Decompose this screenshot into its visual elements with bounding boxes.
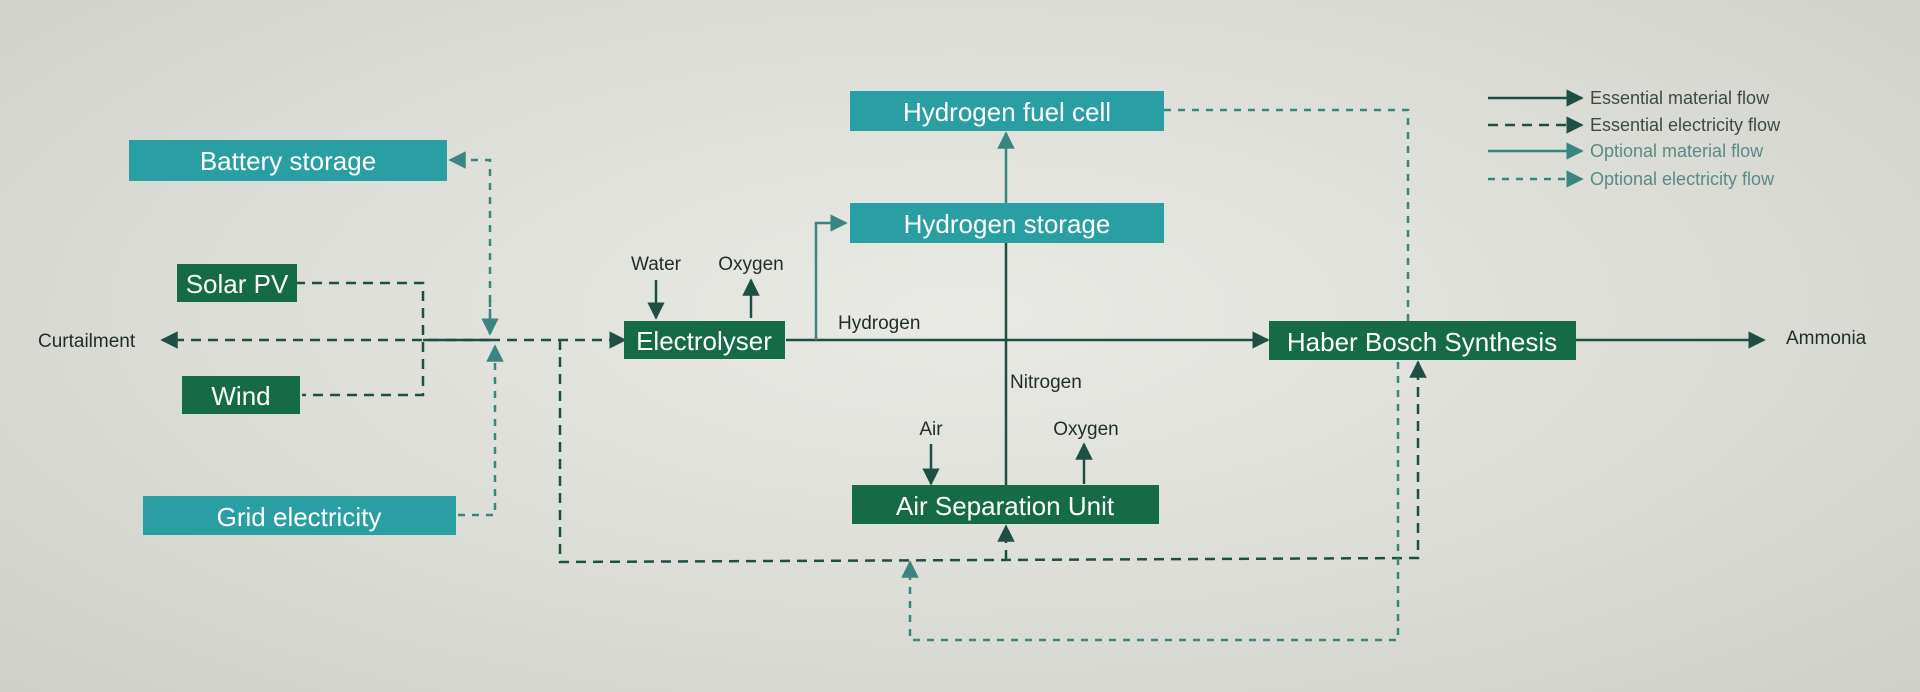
haber-bosch-label: Haber Bosch Synthesis [1287, 327, 1557, 357]
legend-essential-electricity-label: Essential electricity flow [1590, 115, 1781, 135]
curtailment-label: Curtailment [38, 331, 136, 352]
hydrogen-storage-label: Hydrogen storage [904, 209, 1111, 239]
legend-essential-electricity: Essential electricity flow [1488, 115, 1781, 135]
grid-flow [458, 344, 504, 517]
grid-electricity-label: Grid electricity [217, 502, 382, 532]
water-label: Water [631, 254, 682, 275]
hydrogen-fuel-cell-box: Hydrogen fuel cell [850, 91, 1164, 131]
grid-electricity-box: Grid electricity [143, 496, 456, 535]
fuel-cell-flow [1164, 108, 1410, 322]
electrolyser-label: Electrolyser [636, 326, 772, 356]
wind-label: Wind [211, 381, 270, 411]
hydrogen-storage-box: Hydrogen storage [850, 203, 1164, 243]
fuel-cell-return-flow [901, 362, 1400, 642]
connectors [160, 108, 1766, 642]
oxygen-electrolyser-label: Oxygen [718, 254, 783, 275]
legend-optional-electricity: Optional electricity flow [1488, 169, 1775, 189]
solar-pv-label: Solar PV [186, 269, 289, 299]
legend-essential-material-label: Essential material flow [1590, 88, 1770, 108]
ammonia-label: Ammonia [1786, 328, 1867, 349]
legend-essential-material: Essential material flow [1488, 88, 1770, 108]
legend-optional-electricity-label: Optional electricity flow [1590, 169, 1775, 189]
hydrogen-fuel-cell-label: Hydrogen fuel cell [903, 97, 1111, 127]
electrolyser-box: Electrolyser [624, 321, 785, 359]
air-separation-unit-label: Air Separation Unit [896, 491, 1115, 521]
hydrogen-label: Hydrogen [838, 313, 920, 334]
legend: Essential material flow Essential electr… [1488, 88, 1781, 189]
wind-box: Wind [182, 376, 300, 414]
air-label: Air [919, 419, 943, 440]
oxygen-asu-label: Oxygen [1053, 419, 1118, 440]
electricity-loop [558, 340, 1427, 564]
battery-storage-box: Battery storage [129, 140, 447, 181]
battery-storage-label: Battery storage [200, 146, 376, 176]
air-separation-unit-box: Air Separation Unit [852, 485, 1159, 524]
haber-bosch-box: Haber Bosch Synthesis [1269, 321, 1576, 360]
legend-optional-material-label: Optional material flow [1590, 141, 1764, 161]
nitrogen-label: Nitrogen [1010, 372, 1082, 393]
battery-flow [448, 151, 492, 330]
solar-pv-box: Solar PV [177, 264, 297, 302]
hydrogen-to-storage-flow [814, 214, 848, 340]
legend-optional-material: Optional material flow [1488, 141, 1764, 161]
